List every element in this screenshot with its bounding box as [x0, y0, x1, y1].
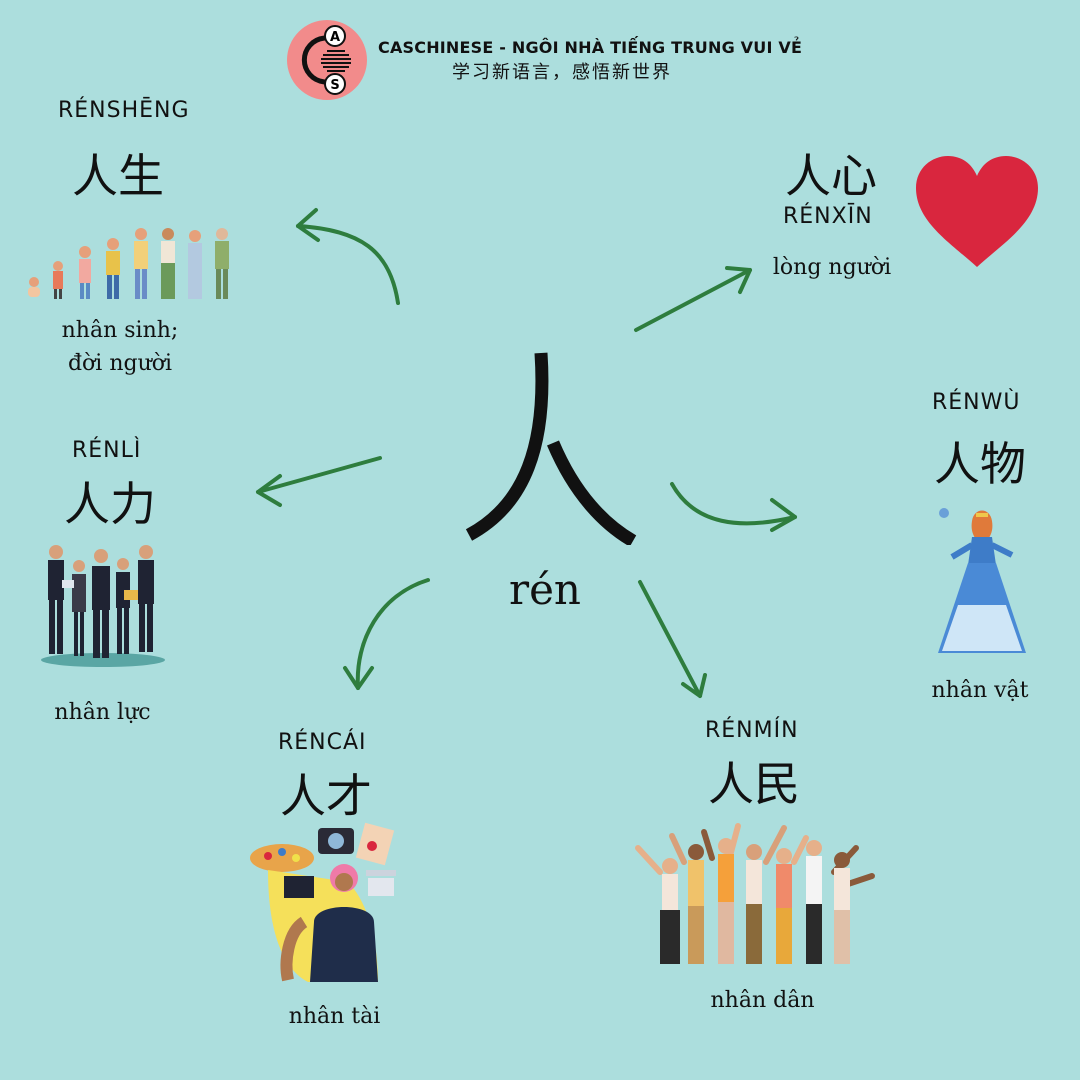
center-character-glyph [455, 335, 645, 545]
renwu-hanzi: 人物 [934, 428, 1026, 494]
rencai-hanzi: 人才 [280, 760, 372, 826]
renli-pinyin: RÉNLÌ [72, 438, 141, 463]
rencai-meaning: nhân tài [262, 1004, 407, 1029]
artist-illustration [248, 822, 413, 984]
renwu-meaning: nhân vật [900, 678, 1060, 703]
heart-icon [912, 152, 1042, 270]
rensheng-hanzi: 人生 [72, 140, 164, 206]
renli-hanzi: 人力 [64, 468, 156, 534]
center-pinyin: rén [470, 565, 620, 614]
rensheng-meaning-1: nhân sinh; [40, 318, 200, 343]
rensheng-pinyin: RÉNSHĒNG [58, 98, 190, 123]
renmin-meaning: nhân dân [690, 988, 835, 1013]
renmin-pinyin: RÉNMÍN [705, 718, 799, 743]
rencai-pinyin: RÉNCÁI [278, 730, 367, 755]
arrow-renmin [640, 582, 700, 696]
renxin-pinyin: RÉNXĪN [783, 204, 873, 229]
business-team-illustration [38, 540, 168, 670]
renxin-hanzi: 人心 [785, 140, 877, 206]
crowd-illustration [634, 822, 880, 970]
renwu-pinyin: RÉNWÙ [932, 390, 1021, 415]
rensheng-meaning-2: đời người [40, 351, 200, 376]
arrow-renli [258, 458, 380, 492]
renxin-meaning: lòng người [748, 255, 916, 280]
princess-illustration [932, 505, 1032, 660]
renli-meaning: nhân lực [30, 700, 175, 725]
arrow-renxin [636, 270, 750, 330]
renmin-hanzi: 人民 [708, 748, 800, 814]
life-stages-illustration [22, 222, 244, 302]
